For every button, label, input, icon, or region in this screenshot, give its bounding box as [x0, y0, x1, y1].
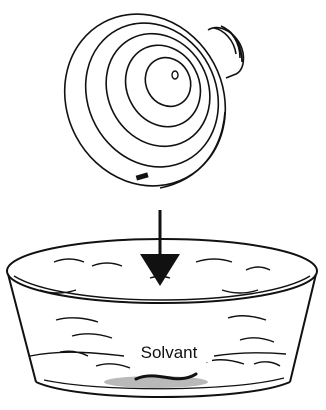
residue-shadow	[104, 376, 208, 388]
cup-tab	[136, 172, 149, 180]
bowl-left-side	[8, 274, 36, 382]
cup-stem-ridge-1	[214, 28, 236, 54]
solvent-label: Solvant	[141, 343, 198, 362]
bowl-right-side	[290, 274, 316, 382]
arrow-down-icon	[140, 210, 180, 286]
solvent-line-left	[30, 352, 124, 356]
suction-cup-icon	[35, 0, 255, 214]
arrow-head	[140, 254, 180, 286]
cup-center-hole	[172, 71, 178, 79]
cup-ring-4	[137, 50, 199, 115]
cup-ring-3	[111, 32, 214, 140]
solvent-line-right	[214, 353, 286, 356]
